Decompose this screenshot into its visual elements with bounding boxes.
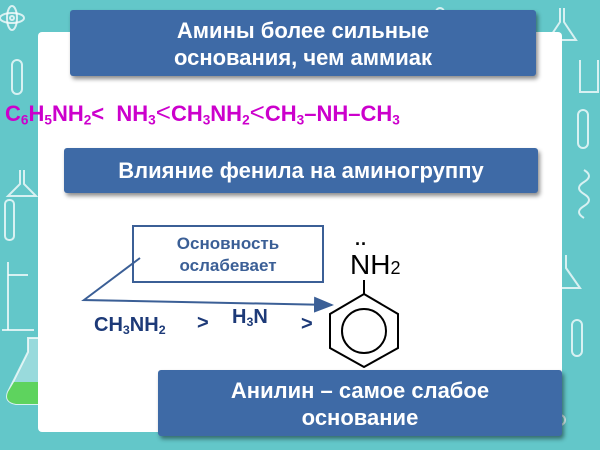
formula-subscript: 3 [296, 112, 305, 128]
formula-subscript: 3 [392, 112, 400, 128]
formula-subscript: 3 [122, 323, 130, 338]
basicity-note-box: Основность ослабевает [132, 225, 324, 283]
formula-text: NH [51, 101, 84, 126]
formula-text: CH [264, 101, 297, 126]
test-tube-icon [4, 59, 589, 357]
aniline-line-1: Анилин – самое слабое [230, 378, 490, 403]
formula-text: NH [210, 101, 243, 126]
aniline-banner: Анилин – самое слабое основание [158, 370, 562, 436]
formula-subscript: 2 [83, 112, 92, 128]
phenyl-banner-text: Влияние фенила на аминогруппу [118, 158, 484, 183]
formula-text: H [232, 306, 247, 328]
formula-subscript: 2 [158, 323, 166, 338]
basicity-series-formula: C6H5NH2< NH3<CH3NH2<CH3–NH–CH3 [5, 97, 495, 131]
less-than-sign: < [249, 97, 265, 127]
formula-text: CH [170, 101, 203, 126]
greater-than-sign: > [301, 313, 313, 335]
formula-subscript: 2 [242, 112, 250, 128]
basicity-comparison-row: CH3NH2 > H3N > [94, 306, 334, 344]
benzene-ring [329, 292, 399, 368]
amino-group-subscript: 2 [390, 258, 400, 278]
note-line-2: ослабевает [179, 256, 277, 275]
note-line-1: Основность [176, 234, 280, 253]
title-line-1: Амины более сильные [176, 18, 430, 43]
trend-arrow-line [81, 257, 334, 313]
formula-text: –NH–CH [304, 101, 393, 126]
atom-icon [0, 5, 25, 31]
formula-text: NH [129, 314, 159, 336]
spiral-tube-decoration [578, 169, 590, 219]
formula-text: N [253, 306, 268, 328]
aniline-structure: ·· NH2 [329, 236, 400, 368]
greater-than-sign: > [197, 312, 209, 334]
burner-icon [2, 262, 34, 331]
formula-subscript: 5 [44, 112, 52, 128]
aromatic-circle [341, 308, 387, 354]
amino-group-label: NH2 [350, 249, 400, 280]
ammonia-formula: H3N [232, 306, 268, 329]
less-than-sign: < [155, 97, 171, 127]
title-line-2: основания, чем аммиак [173, 45, 433, 70]
formula-subscript: 3 [246, 315, 254, 330]
less-than-sign: < [91, 101, 105, 126]
formula-subscript: 3 [148, 112, 156, 128]
amino-group-text: NH [350, 249, 390, 280]
lone-pair-dots: ·· [355, 236, 367, 254]
formula-subscript: 3 [202, 112, 211, 128]
formula-subscript: 6 [20, 112, 29, 128]
formula-text: CH [94, 314, 123, 336]
formula-text: NH [116, 101, 149, 126]
phenyl-influence-banner: Влияние фенила на аминогруппу [64, 148, 538, 193]
aniline-line-2: основание [301, 405, 419, 430]
formula-text: H [28, 101, 45, 126]
methylamine-formula: CH3NH2 [94, 314, 166, 337]
title-banner: Амины более сильные основания, чем аммиа… [70, 10, 536, 76]
formula-text: C [5, 101, 21, 126]
